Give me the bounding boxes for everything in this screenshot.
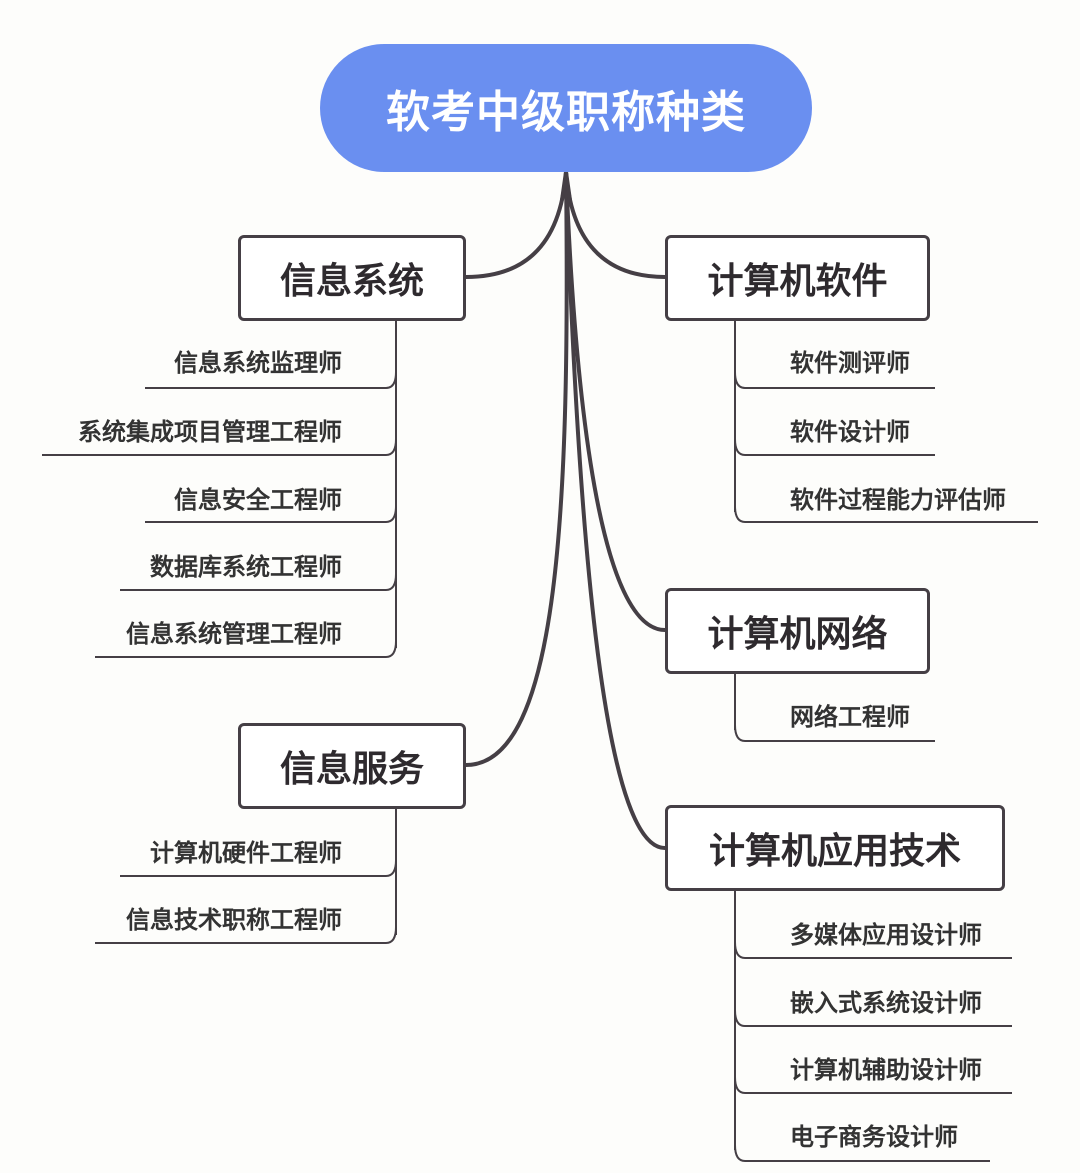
leaf-node: 软件设计师 <box>790 418 910 446</box>
leaf-node: 软件测评师 <box>790 349 910 377</box>
leaf-node: 信息系统监理师 <box>174 349 342 377</box>
leaf-node: 多媒体应用设计师 <box>790 921 982 949</box>
leaf-node: 软件过程能力评估师 <box>790 486 1006 514</box>
branch-info-system: 信息系统 <box>238 235 466 321</box>
branch-label: 信息服务 <box>279 749 424 790</box>
root-title: 软考中级职称种类 <box>386 87 746 138</box>
branch-label: 计算机应用技术 <box>708 831 961 872</box>
branch-application: 计算机应用技术 <box>665 805 1005 891</box>
leaf-node: 信息技术职称工程师 <box>126 906 342 934</box>
leaf-node: 电子商务设计师 <box>790 1123 958 1151</box>
leaf-node: 系统集成项目管理工程师 <box>78 418 342 446</box>
leaf-node: 计算机辅助设计师 <box>790 1056 982 1084</box>
leaf-node: 数据库系统工程师 <box>150 553 342 581</box>
branch-info-service: 信息服务 <box>238 723 466 809</box>
leaf-node: 计算机硬件工程师 <box>150 839 342 867</box>
leaf-node: 嵌入式系统设计师 <box>790 989 982 1017</box>
branch-label: 计算机网络 <box>707 614 888 655</box>
branch-network: 计算机网络 <box>665 588 930 674</box>
branch-software: 计算机软件 <box>665 235 930 321</box>
leaf-node: 信息安全工程师 <box>174 486 342 514</box>
branch-label: 计算机软件 <box>707 261 888 302</box>
root-node: 软考中级职称种类 <box>320 44 812 172</box>
branch-label: 信息系统 <box>279 261 424 302</box>
leaf-node: 信息系统管理工程师 <box>126 620 342 648</box>
leaf-node: 网络工程师 <box>790 703 910 731</box>
